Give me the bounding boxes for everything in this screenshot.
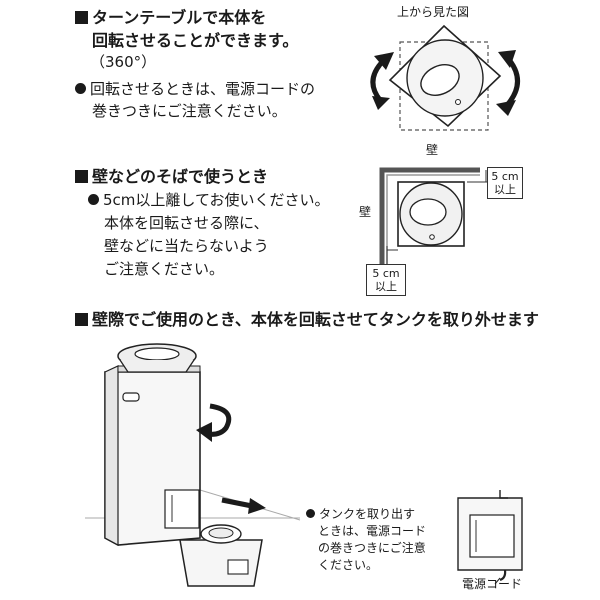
rotate-right-arrowhead-icon bbox=[498, 50, 516, 68]
clearance-bottom-box: 5 cm 以上 bbox=[366, 264, 406, 296]
pull-arrow-shaft-icon bbox=[221, 497, 253, 509]
section1-heading-line2: 回転させることができます。 bbox=[92, 31, 299, 50]
cord-leader-line bbox=[494, 577, 501, 585]
section1-note-line1: 回転させるときは、電源コードの bbox=[75, 82, 315, 97]
section1-heading-line1: ターンテーブルで本体を bbox=[75, 10, 266, 26]
tank-lid-inner bbox=[134, 347, 180, 361]
square-bullet-icon bbox=[75, 11, 88, 24]
removed-tank-cap bbox=[208, 527, 234, 539]
section3-note-line4: ください。 bbox=[318, 558, 379, 572]
rotate-left-arrowhead2-icon bbox=[372, 96, 390, 110]
section2-line4: ご注意ください。 bbox=[104, 260, 225, 278]
section2-heading: 壁などのそばで使うとき bbox=[75, 169, 268, 185]
rotate-body-arrowhead-icon bbox=[196, 422, 212, 442]
section3-note-line2: ときは、電源コード bbox=[318, 524, 427, 538]
square-bullet-icon bbox=[75, 313, 88, 326]
wall-left-label: 壁 bbox=[359, 205, 372, 219]
diagram-caption: 上から見た図 bbox=[397, 5, 470, 19]
section2-line3: 壁などに当たらないよう bbox=[104, 237, 269, 255]
bullet-dot-icon bbox=[306, 509, 315, 518]
bullet-dot-icon bbox=[75, 83, 86, 94]
small-knob bbox=[455, 99, 461, 105]
section2-bullet-line1: 5cm以上離してお使いください。 bbox=[88, 193, 330, 208]
rotate-body-arrow-icon bbox=[205, 403, 232, 437]
section1-note-line2: 巻きつきにご注意ください。 bbox=[92, 102, 287, 120]
wall-top-label: 壁 bbox=[426, 143, 439, 157]
removed-tank-body bbox=[179, 539, 263, 587]
section3-heading: 壁際でご使用のとき、本体を回転させてタンクを取り外せます bbox=[75, 312, 539, 328]
section1-heading-line3: （360°） bbox=[90, 53, 157, 71]
square-bullet-icon bbox=[75, 170, 88, 183]
section2-line2: 本体を回転させる際に、 bbox=[104, 214, 269, 232]
handle-slot bbox=[122, 392, 140, 402]
cord-detail-bay bbox=[469, 514, 515, 558]
wall-outer bbox=[379, 167, 480, 270]
cord-detail-top bbox=[499, 490, 508, 499]
rotate-right-arrowhead2-icon bbox=[496, 100, 516, 116]
power-cord-line bbox=[499, 569, 507, 582]
unit-body-edge bbox=[104, 365, 119, 547]
wall-inner bbox=[386, 174, 480, 270]
removed-tank-window bbox=[227, 559, 249, 575]
tank-bay-opening bbox=[164, 489, 200, 529]
clearance-right-box: 5 cm 以上 bbox=[487, 167, 523, 199]
pull-arrowhead-icon bbox=[248, 498, 266, 514]
bullet-dot-icon bbox=[88, 194, 99, 205]
unit-knob bbox=[429, 234, 435, 240]
unit-opening bbox=[409, 198, 447, 226]
tank-neck bbox=[119, 359, 195, 373]
rotate-left-arrowhead-icon bbox=[374, 52, 394, 70]
section3-note-line3: の巻きつきにご注意 bbox=[318, 541, 426, 555]
power-cord-label: 電源コード bbox=[462, 577, 523, 591]
section3-note-line1: タンクを取り出す bbox=[306, 508, 415, 520]
top-opening bbox=[420, 64, 460, 96]
